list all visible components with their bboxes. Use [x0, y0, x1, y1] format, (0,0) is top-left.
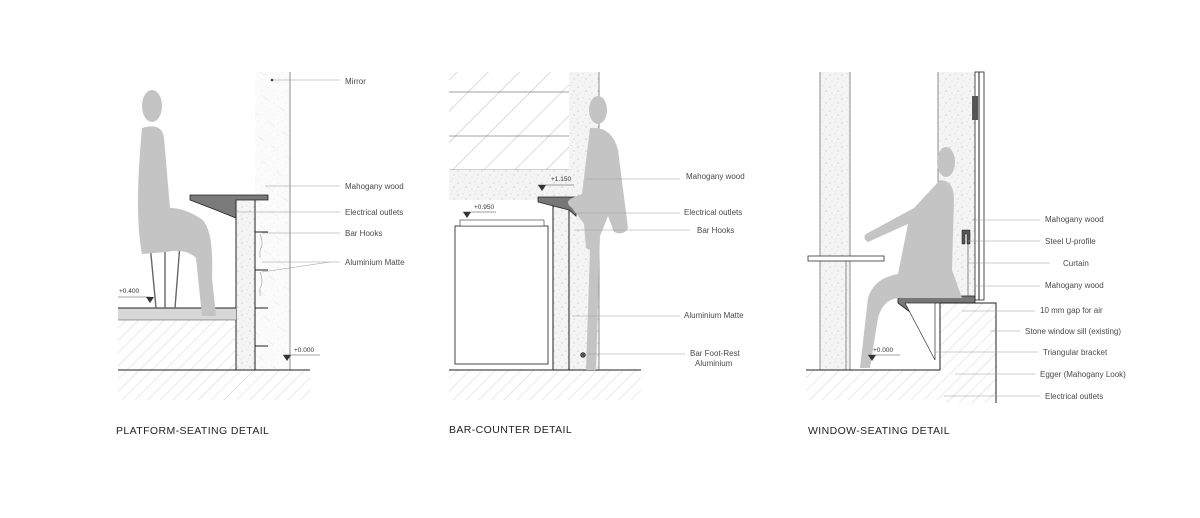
platform-level-label: +0.400	[119, 288, 139, 295]
upper-cabinet	[449, 72, 569, 170]
window-floor	[806, 370, 940, 400]
window-label-stone-sill: Stone window sill (existing)	[1025, 327, 1121, 336]
window-seated-person-silhouette	[860, 147, 962, 368]
window-left-column	[820, 72, 850, 370]
label-electrical-outlets: Electrical outlets	[345, 208, 403, 217]
floor-slab	[118, 370, 310, 400]
platform-cabinet	[235, 197, 256, 371]
bar-label-aluminium-matte: Aluminium Matte	[684, 311, 744, 320]
platform-seating-detail: +0.400 +0.000 Mirror Mahogany wood Elect…	[116, 72, 405, 437]
label-aluminium-matte: Aluminium Matte	[345, 258, 405, 267]
window-label-steel-u-profile: Steel U-profile	[1045, 237, 1096, 246]
mahogany-countertop	[189, 194, 269, 219]
fridge-unit	[454, 225, 549, 365]
platform-seating-title: PLATFORM-SEATING DETAIL	[116, 425, 269, 437]
seated-person-silhouette	[138, 90, 216, 316]
window-label-air-gap: 10 mm gap for air	[1040, 306, 1103, 315]
window-label-mahogany-wood: Mahogany wood	[1045, 215, 1104, 224]
window-table	[807, 255, 885, 262]
label-bar-hooks: Bar Hooks	[345, 229, 382, 238]
window-label-curtain: Curtain	[1063, 259, 1089, 268]
bar-label-electrical-outlets: Electrical outlets	[684, 208, 742, 217]
bar-label-mahogany-wood: Mahogany wood	[686, 172, 745, 181]
window-label-triangular-bracket: Triangular bracket	[1043, 348, 1108, 357]
bar-label-bar-hooks: Bar Hooks	[697, 226, 734, 235]
bar-counter-level-label: +1.150	[551, 176, 571, 183]
label-mirror: Mirror	[345, 77, 366, 86]
platform-zero-level-label: +0.000	[294, 347, 314, 354]
window-label-egger: Egger (Mahogany Look)	[1040, 370, 1126, 379]
label-mahogany-wood: Mahogany wood	[345, 182, 404, 191]
back-counter-level-label: +0.950	[474, 204, 494, 211]
triangular-bracket	[904, 302, 936, 361]
window-label-mahogany-wood-seat: Mahogany wood	[1045, 281, 1104, 290]
bar-foot-rest	[580, 352, 586, 358]
window-label-electrical-outlets: Electrical outlets	[1045, 392, 1103, 401]
window-zero-level-label: +0.000	[873, 347, 893, 354]
stone-window-sill	[940, 303, 996, 403]
bar-floor	[449, 370, 641, 400]
window-seating-title: WINDOW-SEATING DETAIL	[808, 425, 950, 437]
bar-label-foot-rest: Bar Foot-Rest	[690, 349, 741, 358]
bar-label-foot-rest-material: Aluminium	[695, 359, 733, 368]
bar-counter-title: BAR-COUNTER DETAIL	[449, 424, 572, 436]
steel-u-profile	[961, 229, 971, 245]
bar-counter-detail: +1.150 +0.950 Mahogany wood Electrical o…	[449, 72, 745, 436]
standing-person-silhouette	[568, 96, 628, 370]
window-seating-detail: +0.000 Mahogany wood Steel U-profile Cur…	[806, 71, 1126, 437]
